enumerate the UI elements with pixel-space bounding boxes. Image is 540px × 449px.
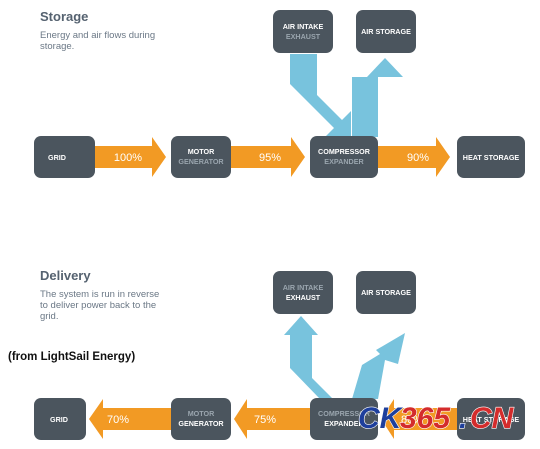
storage-title: Storage [40, 9, 88, 24]
delivery-pct-heat-compressor: 80% [401, 414, 423, 426]
storage-intake-air-arrow [290, 54, 351, 137]
storage-box-expander-label: EXPANDER [324, 157, 364, 166]
storage-box-heat-label: HEAT STORAGE [463, 153, 520, 162]
delivery-box-exhaust-label: EXHAUST [286, 293, 321, 302]
delivery-box-motor-generator: MOTOR GENERATOR [171, 398, 231, 440]
storage-arrow-compressor-heat [378, 137, 450, 177]
storage-box-generator-label: GENERATOR [178, 157, 224, 166]
delivery-from-air-storage-arrow [352, 333, 405, 399]
storage-box-air-intake-exhaust: AIR INTAKE EXHAUST [273, 10, 333, 53]
storage-box-air-storage: AIR STORAGE [356, 10, 416, 53]
delivery-arrow-motor-grid [89, 399, 172, 439]
storage-box-grid: GRID [34, 136, 95, 178]
delivery-box-compressor-label: COMPRESSOR [318, 409, 371, 418]
delivery-pct-compressor-motor: 75% [254, 414, 276, 426]
delivery-box-heat-label: HEAT STORAGE [463, 415, 520, 424]
storage-to-air-storage-arrow [352, 58, 403, 137]
delivery-box-compressor-expander: COMPRESSOR EXPANDER [310, 398, 378, 440]
delivery-subtitle-line-2: to deliver power back to the [40, 300, 156, 311]
watermark-cn: CN [470, 402, 515, 435]
delivery-arrow-heat-compressor [381, 399, 457, 439]
delivery-box-air-intake-exhaust: AIR INTAKE EXHAUST [273, 271, 333, 314]
storage-arrow-grid-motor [95, 137, 166, 177]
delivery-box-motor-label: MOTOR [188, 409, 215, 418]
storage-box-heat-storage: HEAT STORAGE [457, 136, 525, 178]
delivery-pct-motor-grid: 70% [107, 414, 129, 426]
storage-subtitle-line-1: Energy and air flows during [40, 30, 155, 41]
storage-arrow-motor-compressor [231, 137, 305, 177]
storage-box-intake-label: AIR INTAKE [283, 22, 324, 31]
storage-box-grid-label: GRID [48, 153, 66, 162]
storage-pct-motor-compressor: 95% [259, 152, 281, 164]
watermark-dot: . [459, 402, 467, 435]
storage-box-compressor-expander: COMPRESSOR EXPANDER [310, 136, 378, 178]
storage-pct-grid-motor: 100% [114, 152, 142, 164]
delivery-title: Delivery [40, 268, 91, 283]
delivery-box-expander-label: EXPANDER [324, 419, 364, 428]
watermark-365: 365 [400, 402, 451, 435]
delivery-box-air-storage: AIR STORAGE [356, 271, 416, 314]
delivery-subtitle-line-3: grid. [40, 311, 58, 322]
storage-box-exhaust-label: EXHAUST [286, 32, 321, 41]
delivery-exhaust-air-arrow [284, 316, 333, 399]
ck365-watermark: CK 365 . CN [357, 401, 515, 435]
delivery-box-generator-label: GENERATOR [178, 419, 224, 428]
storage-subtitle-line-2: storage. [40, 41, 74, 52]
storage-box-compressor-label: COMPRESSOR [318, 147, 371, 156]
storage-box-motor-generator: MOTOR GENERATOR [171, 136, 231, 178]
delivery-subtitle-line-1: The system is run in reverse [40, 289, 159, 300]
delivery-box-intake-label: AIR INTAKE [283, 283, 324, 292]
delivery-box-grid-label: GRID [50, 415, 68, 424]
source-credit: (from LightSail Energy) [8, 351, 135, 363]
delivery-box-air-storage-label: AIR STORAGE [361, 288, 411, 297]
storage-box-motor-label: MOTOR [188, 147, 215, 156]
storage-box-air-storage-label: AIR STORAGE [361, 27, 411, 36]
delivery-box-grid: GRID [34, 398, 86, 440]
delivery-arrow-compressor-motor [234, 399, 312, 439]
watermark-ck: CK [358, 402, 404, 435]
delivery-box-heat-storage: HEAT STORAGE [457, 398, 525, 440]
storage-pct-compressor-heat: 90% [407, 152, 429, 164]
